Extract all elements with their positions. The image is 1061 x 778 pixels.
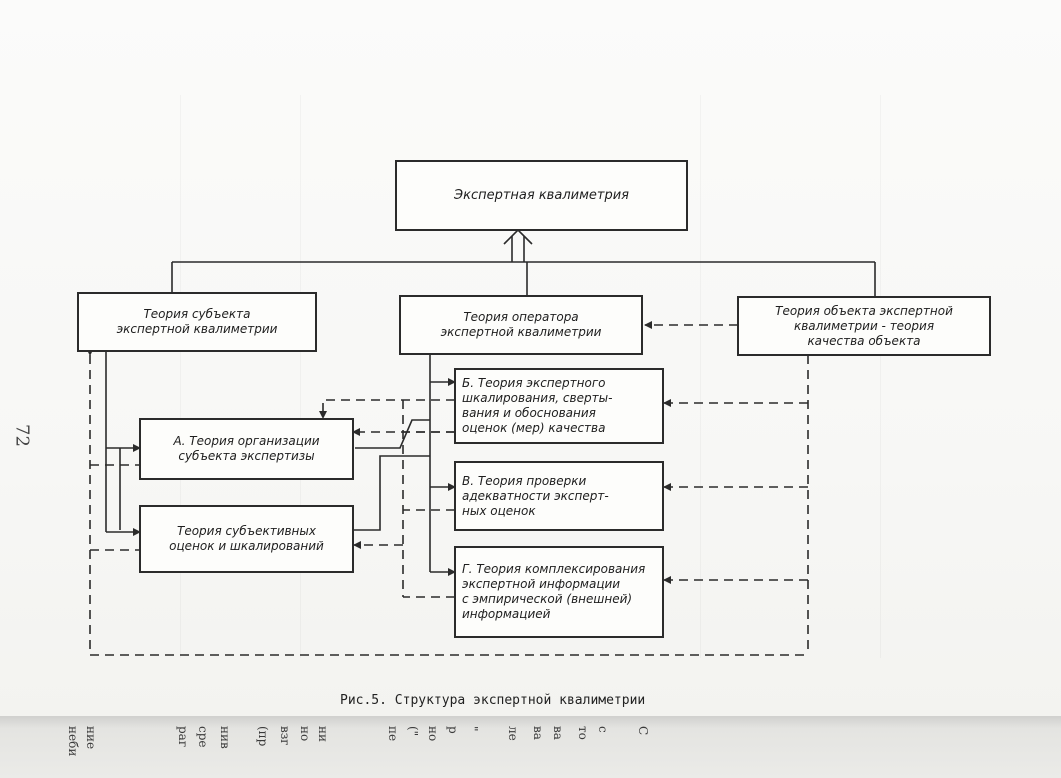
bleed-through-line xyxy=(880,95,881,658)
box-a-organization-theory: А. Теория организации субъекта экспертиз… xyxy=(139,418,354,480)
strip-text: ние xyxy=(84,726,98,750)
strip-text: ле xyxy=(506,726,520,741)
strip-text: неби xyxy=(66,726,80,757)
root-arrow-head xyxy=(503,228,533,245)
next-page-strip: ние неби сре раг нив (пр взг но ни пе ("… xyxy=(0,716,1061,778)
box-g-integration-theory: Г. Теория комплексирования экспертной ин… xyxy=(454,546,664,638)
strip-text: С xyxy=(636,726,650,736)
strip-text: ва xyxy=(551,726,565,740)
box-b-scaling-theory: Б. Теория экспертного шкалирования, свер… xyxy=(454,368,664,444)
strip-text: (пр xyxy=(256,726,270,747)
strip-text: взг xyxy=(278,726,292,746)
strip-text: пе xyxy=(386,726,400,742)
box-subjective-assessments-theory: Теория субъективных оценок и шкалировани… xyxy=(139,505,354,573)
strip-text: но xyxy=(298,726,312,742)
strip-text: раг xyxy=(176,726,190,748)
strip-text: ни xyxy=(316,726,330,742)
box-subject-theory: Теория субъекта экспертной квалиметрии xyxy=(77,292,317,352)
box-operator-theory: Теория оператора экспертной квалиметрии xyxy=(399,295,643,355)
strip-text: нив xyxy=(218,726,232,749)
bleed-through-line xyxy=(180,95,181,658)
box-v-adequacy-theory: В. Теория проверки адекватности эксперт-… xyxy=(454,461,664,531)
strip-text: р xyxy=(446,726,460,734)
strip-text: но xyxy=(426,726,440,742)
strip-text: с xyxy=(596,726,610,733)
strip-text: сре xyxy=(196,726,210,748)
box-object-theory: Теория объекта экспертной квалиметрии - … xyxy=(737,296,991,356)
operator-to-a-curve xyxy=(355,419,430,449)
bleed-through-line xyxy=(300,95,301,658)
box-expert-qualimetry: Экспертная квалиметрия xyxy=(395,160,688,231)
strip-text: ва xyxy=(531,726,545,740)
strip-text: то xyxy=(576,726,590,740)
figure-caption: Рис.5. Структура экспертной квалиметрии xyxy=(340,693,646,708)
b-to-a-dashed xyxy=(319,399,455,419)
strip-text: (" xyxy=(406,726,420,737)
strip-text: " xyxy=(466,726,480,732)
subjective-to-operator-line xyxy=(352,455,430,531)
bleed-through-line xyxy=(700,95,701,658)
